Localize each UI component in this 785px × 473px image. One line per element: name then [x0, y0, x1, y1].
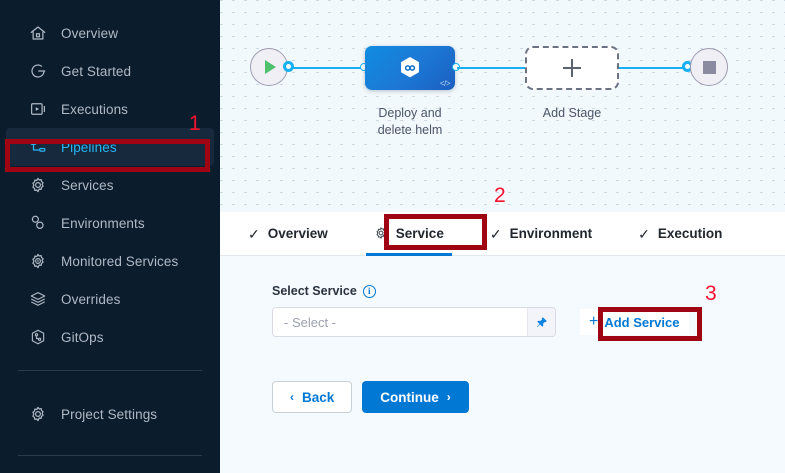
tab-label: Overview [267, 226, 328, 241]
tab-service[interactable]: Service [365, 212, 452, 256]
main-content: </> Deploy and delete helm [220, 0, 785, 473]
connector-line-3 [619, 67, 687, 69]
stop-square-icon [702, 60, 716, 74]
sidebar-item-label: Get Started [61, 63, 132, 79]
tab-environment[interactable]: ✓ Environment [490, 212, 592, 256]
play-box-icon [28, 100, 47, 119]
sidebar-item-monitored-services[interactable]: Monitored Services [6, 242, 214, 280]
stage-node-label: Deploy and delete helm [350, 105, 470, 139]
sidebar-item-label: Services [61, 177, 114, 193]
sidebar-bottom-divider [18, 455, 202, 456]
rocket-start-icon [28, 62, 47, 81]
pipeline-start-node[interactable] [250, 48, 288, 86]
pin-icon[interactable] [527, 308, 555, 336]
add-service-button[interactable]: + Add Service [580, 309, 689, 335]
plus-icon [563, 59, 581, 77]
continue-button[interactable]: Continue › [362, 381, 469, 413]
sidebar-item-overrides[interactable]: Overrides [6, 280, 214, 318]
sidebar-item-label: Environments [61, 215, 145, 231]
sidebar-item-executions[interactable]: Executions [6, 90, 214, 128]
sidebar-item-label: Executions [61, 101, 129, 117]
pipeline-stage-node[interactable]: </> [365, 46, 455, 90]
select-service-label-row: Select Service i [272, 284, 785, 298]
sidebar-item-label: Overrides [61, 291, 121, 307]
select-service-label: Select Service [272, 284, 357, 298]
add-stage-label: Add Stage [542, 106, 602, 120]
select-service-row: - Select - + Add Service [272, 307, 785, 337]
back-button-label: Back [302, 389, 335, 405]
annotation-number-2: 2 [494, 184, 506, 207]
tab-label: Environment [509, 226, 593, 241]
tab-execution[interactable]: ✓ Execution [638, 212, 722, 256]
service-form: Select Service i - Select - + Add Servic… [220, 256, 785, 473]
sidebar-item-overview[interactable]: Overview [6, 14, 214, 52]
tab-overview[interactable]: ✓ Overview [248, 212, 328, 256]
sidebar-item-label: GitOps [61, 329, 104, 345]
chevron-left-icon: ‹ [290, 390, 294, 404]
pipeline-row: </> [220, 46, 785, 90]
sidebar-item-project-settings[interactable]: Project Settings [6, 395, 214, 433]
sidebar-divider [18, 370, 202, 371]
environments-icon [28, 214, 47, 233]
annotation-number-1: 1 [189, 112, 201, 135]
stage-tabbar: ✓ Overview Service ✓ Environment ✓ Execu… [220, 212, 785, 256]
gitops-icon [28, 328, 47, 347]
check-icon: ✓ [248, 225, 260, 242]
add-service-label: Add Service [604, 314, 680, 330]
harness-hexagon-icon [401, 57, 419, 78]
info-icon[interactable]: i [362, 284, 376, 298]
plus-icon: + [589, 313, 599, 330]
sidebar-item-gitops[interactable]: GitOps [6, 318, 214, 356]
check-icon: ✓ [489, 225, 502, 242]
sidebar-item-label: Monitored Services [61, 253, 179, 269]
home-icon [28, 24, 47, 43]
stage-node-label-line1: Deploy and [378, 106, 442, 120]
chevron-right-icon: › [446, 390, 451, 404]
sidebar-item-label: Project Settings [61, 406, 158, 422]
sidebar-item-pipelines[interactable]: Pipelines [6, 128, 214, 166]
sidebar-spacer [0, 385, 220, 395]
connector-line-1 [292, 67, 364, 69]
play-icon [265, 60, 276, 74]
pipeline-canvas-inner: </> Deploy and delete helm [220, 0, 785, 212]
annotation-number-3: 3 [705, 282, 717, 305]
tab-label: Service [395, 226, 444, 241]
back-button[interactable]: ‹ Back [272, 381, 353, 413]
sidebar-item-services[interactable]: Services [6, 166, 214, 204]
tab-label: Execution [657, 226, 723, 241]
monitored-gear-icon [28, 252, 47, 271]
pipeline-end-node[interactable] [690, 48, 728, 86]
pipeline-icon [28, 138, 47, 157]
select-service-control[interactable]: - Select - [272, 307, 556, 337]
sidebar-item-get-started[interactable]: Get Started [6, 52, 214, 90]
sidebar: Overview Get Started Executions [0, 0, 220, 473]
continue-button-label: Continue [380, 389, 439, 405]
sidebar-item-label: Pipelines [61, 139, 117, 155]
select-service-input[interactable]: - Select - [273, 308, 527, 336]
gear-icon [28, 176, 47, 195]
stage-template-badge: </> [439, 79, 451, 88]
gear-icon [28, 405, 47, 424]
layers-icon [28, 290, 47, 309]
add-stage-button[interactable] [525, 46, 619, 90]
start-connector-dot [283, 61, 294, 72]
gear-icon [374, 226, 388, 242]
stage-node-label-line2: delete helm [377, 123, 443, 137]
check-icon: ✓ [638, 225, 650, 242]
connector-line-2 [457, 67, 529, 69]
form-button-row: ‹ Back Continue › [272, 381, 785, 413]
sidebar-item-environments[interactable]: Environments [6, 204, 214, 242]
pipeline-canvas[interactable]: </> Deploy and delete helm [220, 0, 785, 212]
sidebar-item-label: Overview [61, 25, 119, 41]
